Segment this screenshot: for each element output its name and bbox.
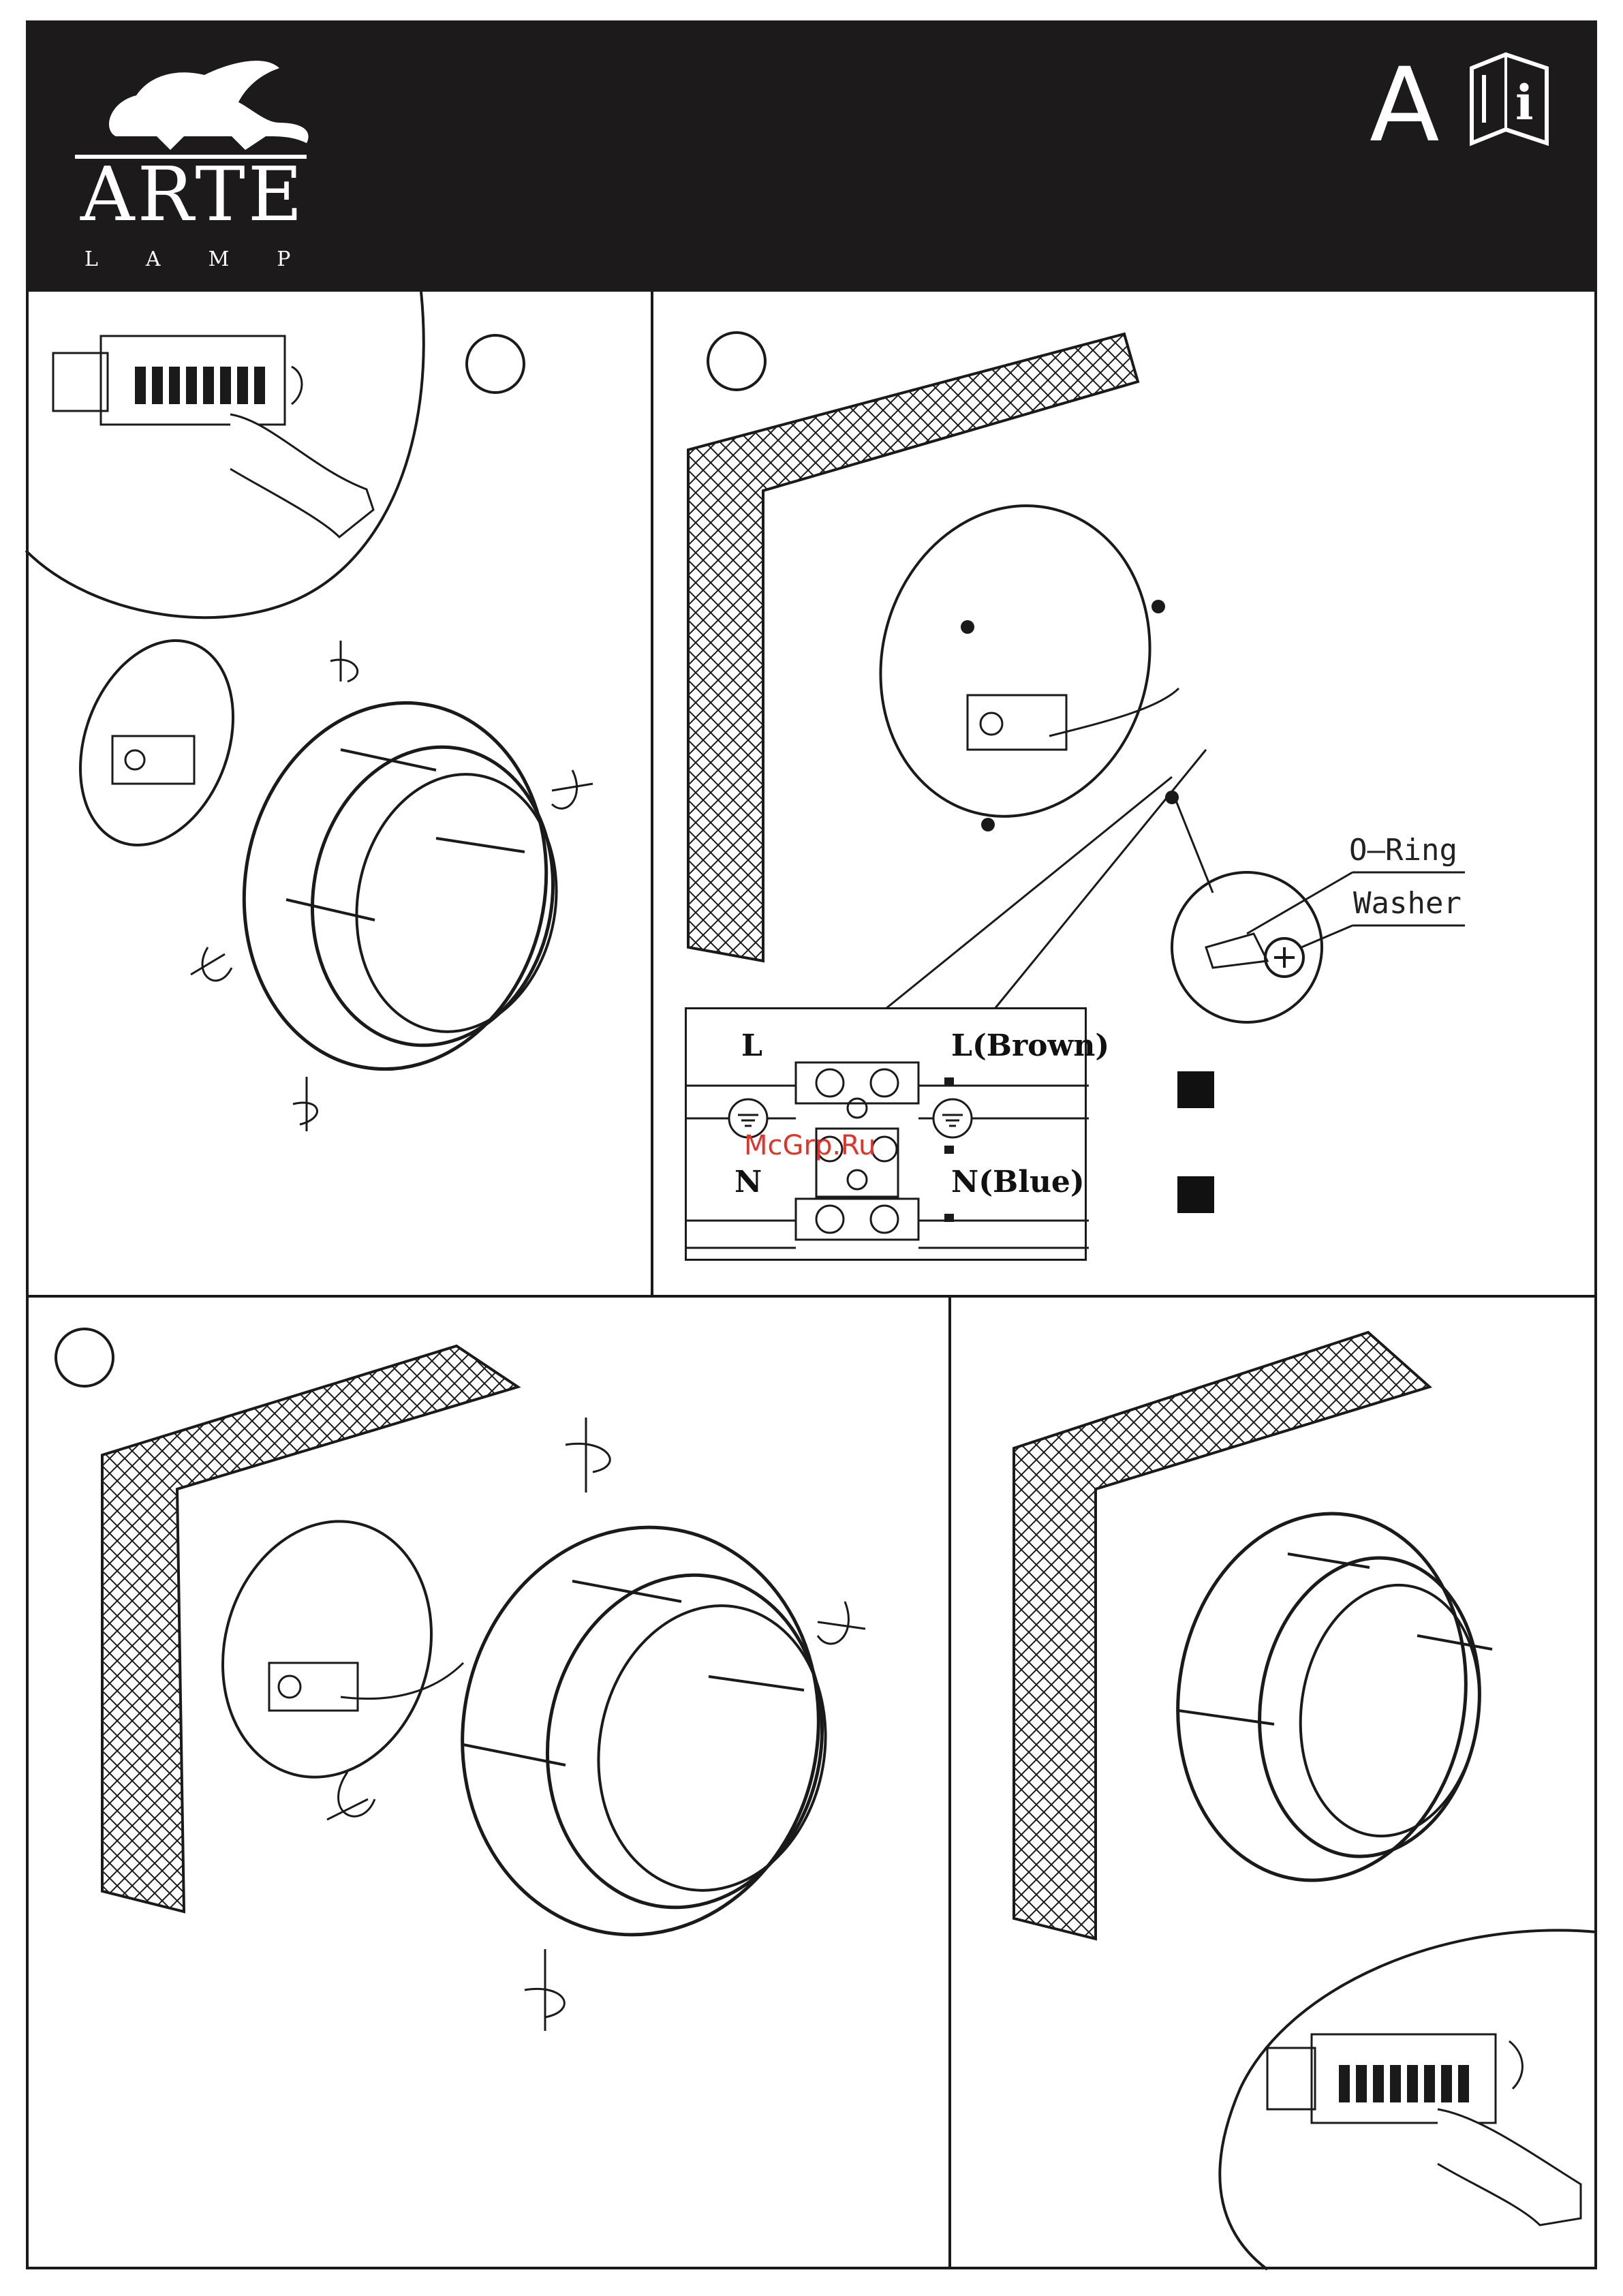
fixture-installed-view: [1151, 1499, 1533, 1908]
fixture-exploded-view: [55, 627, 640, 1145]
wire-label-n-blue: N(Blue): [951, 1165, 1085, 1199]
rotation-arrows-3: [164, 1418, 913, 2031]
divider-bottom: [948, 1295, 951, 2269]
svg-text:i: i: [1515, 74, 1534, 131]
wiring-callout-lines: [886, 750, 1213, 1009]
brand-subtitle: LAMP: [84, 249, 339, 270]
marker-square-1: [1177, 1071, 1214, 1108]
divider-middle: [26, 1295, 1597, 1298]
step-number-circle-1: [465, 334, 525, 394]
griffin-logo: [75, 48, 320, 164]
wire-label-l: L: [741, 1028, 762, 1063]
divider-top: [651, 292, 653, 1298]
breaker-inset-circle-4: [1186, 1932, 1597, 2269]
brand-name: ARTE: [80, 157, 305, 232]
wire-label-n: N: [735, 1165, 762, 1199]
label-leader-lines: [1220, 872, 1465, 954]
info-manual-icon: i: [1465, 48, 1554, 150]
breaker-inset-circle: [26, 292, 435, 653]
page-letter: A: [1370, 55, 1440, 157]
marker-square-2: [1177, 1176, 1214, 1213]
wire-label-l-brown: L(Brown): [951, 1028, 1109, 1063]
oring-label: O—Ring: [1349, 833, 1457, 868]
watermark: McGrp.Ru: [744, 1130, 876, 1161]
